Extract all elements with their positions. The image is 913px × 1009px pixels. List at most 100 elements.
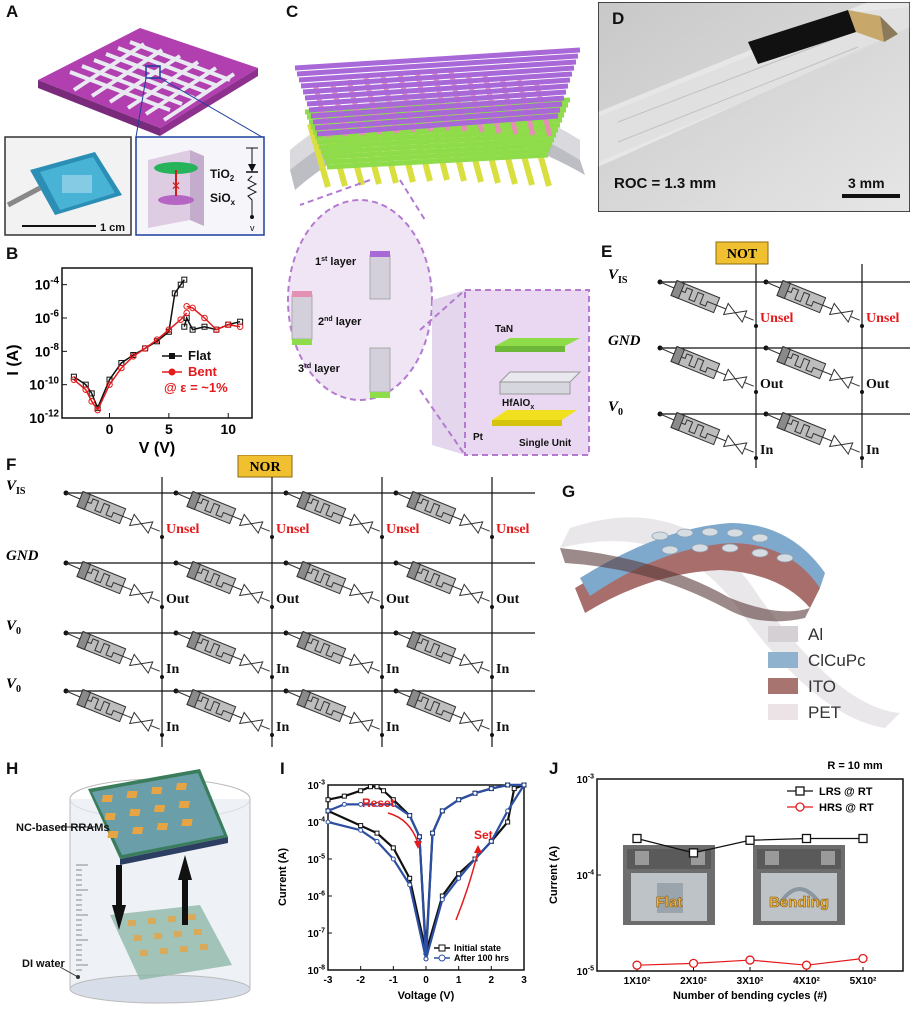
iv-point [70,373,77,380]
j-point [801,833,812,844]
i-series-line [327,783,525,953]
iv-point [165,326,173,333]
stack-legend-label: ITO [808,677,836,696]
not-gate-label: NOT [727,247,758,262]
panel-e-label: E [601,242,613,261]
panel-a-scale-bar: 1 cm [100,222,125,234]
iv-point [189,326,196,333]
i-point [390,845,396,851]
i-point [488,786,494,792]
nor-row-label: V0 [6,676,21,695]
nor-output-label: Unsel [166,522,200,537]
i-point [374,784,380,790]
i-x-tick: -1 [389,975,398,986]
nor-cell [175,688,270,733]
i-point [390,801,396,807]
iv-point [82,386,90,393]
nor-output-label: In [386,662,399,677]
nor-cell [175,560,270,605]
stack-legend-label: Al [808,625,823,644]
i-point [381,788,387,794]
i-x-tick: 0 [423,975,429,986]
i-point [439,897,445,903]
i-point [325,819,331,825]
panel-a-label: A [6,2,19,21]
j-y-tick: 10-5 [577,966,594,979]
panel-a: A 1 cm [0,0,270,240]
iv-legend-entry: @ ε = ~1% [164,380,228,395]
panel-b-label: B [6,244,19,263]
nor-output-label: In [166,662,179,677]
i-point [341,793,347,799]
set-arrow [455,850,479,921]
i-point [407,882,413,888]
j-x-tick: 3X10² [737,976,764,987]
i-y-tick: 10-6 [308,891,325,904]
i-point [416,834,422,840]
i-x-tick: -3 [324,975,333,986]
nor-gate-badge [237,454,293,478]
iv-point [129,353,137,360]
iv-point [224,321,232,328]
svg-text:SiOx: SiOx [210,191,236,207]
j-point [688,958,699,969]
nor-output-label: In [166,720,179,735]
i-y-tick: 10-3 [308,780,325,793]
panel-h: H NC-based RRAMs DI water [0,755,270,1004]
not-gate-badge [715,241,769,265]
nor-output-label: In [386,720,399,735]
i-point [472,790,478,796]
svg-text:Voltage (V): Voltage (V) [398,990,455,1002]
not-cell [659,411,754,456]
stack-legend-swatch [768,704,798,720]
panel-d-label: D [612,9,624,28]
j-x-tick: 2X10² [680,976,707,987]
iv-point [106,381,113,388]
panel-i-label: I [280,759,285,778]
iv-point [213,326,220,333]
iv-point [201,314,208,322]
bending-cycles-chart: R = 10 mm Current (A) Number of bending … [548,760,904,1002]
not-output-label: In [866,443,879,458]
reset-annotation: Reset [362,796,395,810]
panel-f-label: F [6,455,17,474]
j-point [745,955,755,965]
panel-c-label: C [286,2,299,21]
i-point [456,797,462,803]
not-output-label: Unsel [760,311,794,326]
iv-chart-frame [61,267,253,419]
j-y-tick: 10-3 [577,774,594,787]
iv-y-tick: 10-8 [35,342,60,359]
stack-legend-swatch [768,626,798,642]
j-x-tick: 1X10² [624,976,651,987]
nor-output-label: Unsel [276,522,310,537]
nor-cell [285,490,380,535]
nor-cell [285,688,380,733]
nor-cell [65,688,160,733]
i-x-tick: 1 [456,975,462,986]
j-x-tick: 5X10² [850,976,877,987]
iv-point [201,323,208,330]
i-point [521,782,527,788]
nor-row-label: GND [6,548,39,564]
nor-cell [175,630,270,675]
flat-photo-inset: Flat [623,845,715,925]
j-point [632,960,642,970]
nor-output-label: In [276,720,289,735]
svg-text:TaN: TaN [495,324,513,335]
i-legend-entry: Initial state [454,943,501,953]
i-point [423,956,429,962]
nor-cell [175,490,270,535]
not-output-label: Out [866,377,890,392]
svg-text:Single Unit: Single Unit [519,438,572,449]
j-point [801,960,812,970]
i-y-tick: 10-7 [308,928,325,941]
not-cell [765,345,860,390]
not-cell [659,279,754,324]
nor-row-label: V0 [6,618,21,637]
not-output-label: In [760,443,773,458]
